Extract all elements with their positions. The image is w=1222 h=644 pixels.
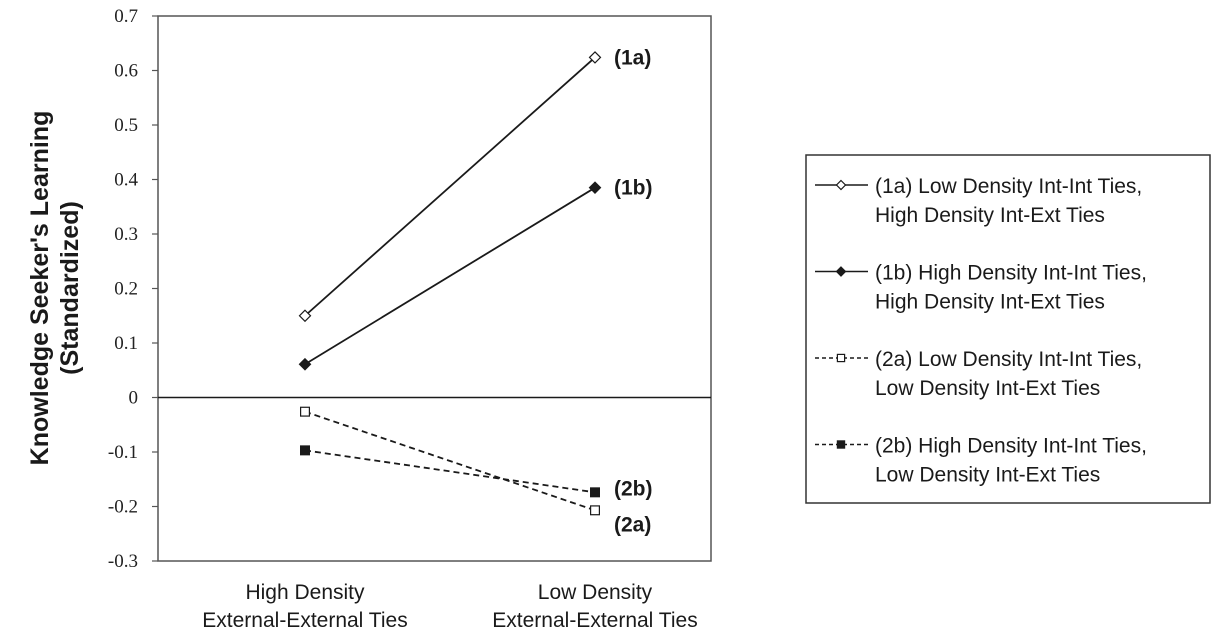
y-tick-label: 0.2 [114,279,138,300]
legend-item-2b: (2b) High Density Int-Int Ties, Low Densi… [815,435,1147,487]
square-open-icon [836,353,846,363]
legend-item-1a: (1a) Low Density Int-Int Ties, High Densi… [815,175,1142,227]
series-2a: (2a) [300,406,651,536]
legend-label: (1b) High Density Int-Int Ties, [875,262,1147,285]
y-axis-label-line1: Knowledge Seeker's Learning [26,111,54,466]
diamond-filled-icon [835,266,847,277]
x-category-label: High Density [245,581,365,604]
y-tick-label: 0.1 [114,333,138,354]
y-tick-label: 0.7 [114,6,138,27]
point-label: (1b) [614,177,653,200]
point-label: (1a) [614,46,651,69]
square-open-icon [300,406,311,417]
legend: (1a) Low Density Int-Int Ties, High Densi… [805,154,1211,504]
y-tick-label: 0.3 [114,224,138,245]
series-line [304,56,596,317]
square-filled-icon [836,440,846,449]
legend-label: Low Density Int-Ext Ties [875,377,1100,400]
square-filled-icon [589,487,600,498]
legend-item-1b: (1b) High Density Int-Int Ties, High Dens… [815,262,1147,314]
series-line [304,186,596,366]
diamond-filled-icon [298,357,312,371]
series-layer: (1a) (1b) (2a) (2b) [298,46,653,536]
diamond-open-icon [298,309,312,323]
x-axis: High Density External-External Ties Low … [202,581,697,632]
legend-item-2a: (2a) Low Density Int-Int Ties, Low Densit… [815,348,1142,400]
x-category-label: Low Density [538,581,653,604]
diamond-filled-icon [588,181,602,195]
y-tick-label: 0.6 [114,61,138,82]
y-tick-label: -0.2 [108,497,138,518]
series-line [304,410,596,512]
y-axis-label-line2: (Standardized) [56,201,84,375]
y-axis: 0.7 0.6 0.5 0.4 0.3 0.2 0.1 0 -0.1 -0.2 -0.3 [108,6,158,572]
x-category-label: External-External Ties [202,609,407,632]
y-tick-label: -0.1 [108,442,138,463]
y-tick-label: 0 [129,388,139,409]
y-tick-label: 0.4 [114,170,138,191]
x-category-label: External-External Ties [492,609,697,632]
legend-box [805,154,1211,504]
series-line [304,449,596,494]
legend-label: Low Density Int-Ext Ties [875,464,1100,487]
diamond-open-icon [835,179,847,191]
point-label: (2a) [614,513,651,536]
square-open-icon [589,505,600,516]
point-label: (2b) [614,477,653,500]
series-1b: (1b) [298,177,653,371]
legend-label: (2b) High Density Int-Int Ties, [875,435,1147,458]
series-2b: (2b) [300,445,653,500]
legend-label: (2a) Low Density Int-Int Ties, [875,348,1142,371]
series-1a: (1a) [298,46,651,323]
legend-label: High Density Int-Ext Ties [875,291,1105,314]
y-tick-label: -0.3 [108,551,138,572]
legend-label: High Density Int-Ext Ties [875,204,1105,227]
square-filled-icon [300,445,311,456]
y-axis-label: Knowledge Seeker's Learning (Standardize… [26,111,84,466]
diamond-open-icon [588,51,602,64]
legend-label: (1a) Low Density Int-Int Ties, [875,175,1142,198]
y-tick-label: 0.5 [114,115,138,136]
